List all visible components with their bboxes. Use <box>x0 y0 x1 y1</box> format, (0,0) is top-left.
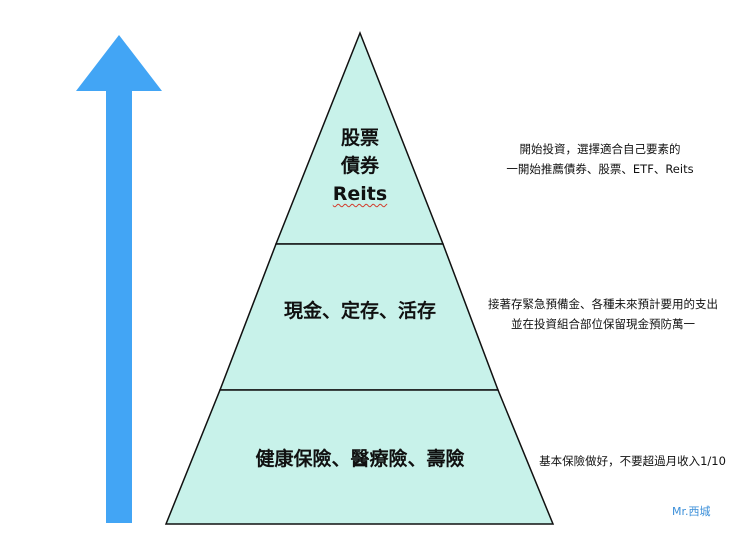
up-arrow-icon <box>76 35 162 523</box>
note-top-line2: 一開始推薦債券、股票、ETF、Reits <box>506 162 694 176</box>
note-middle-line2: 並在投資組合部位保留現金預防萬一 <box>511 317 695 331</box>
tier-middle-label: 現金、定存、活存 <box>283 300 436 322</box>
tier-top-line2: 債券 <box>340 155 379 177</box>
note-middle-line1: 接著存緊急預備金、各種未來預計要用的支出 <box>488 297 718 311</box>
note-middle: 接著存緊急預備金、各種未來預計要用的支出 並在投資組合部位保留現金預防萬一 <box>468 294 738 334</box>
tier-top-line3: Reits <box>310 180 410 208</box>
watermark: Mr.西城 <box>672 505 711 518</box>
note-top: 開始投資，選擇適合自己要素的 一開始推薦債券、股票、ETF、Reits <box>470 139 730 179</box>
note-bottom: 基本保險做好，不要超過月收入1/10 <box>525 451 740 471</box>
tier-top-label: 股票 債券 Reits <box>310 124 410 208</box>
tier-top-line1: 股票 <box>340 127 379 149</box>
tier-bottom-label: 健康保險、醫療險、壽險 <box>255 448 465 470</box>
pyramid-tier-bottom <box>164 389 555 525</box>
note-top-line1: 開始投資，選擇適合自己要素的 <box>519 142 681 156</box>
note-bottom-line1: 基本保險做好，不要超過月收入1/10 <box>539 454 726 468</box>
tier-top-line3-text: Reits <box>332 183 388 205</box>
